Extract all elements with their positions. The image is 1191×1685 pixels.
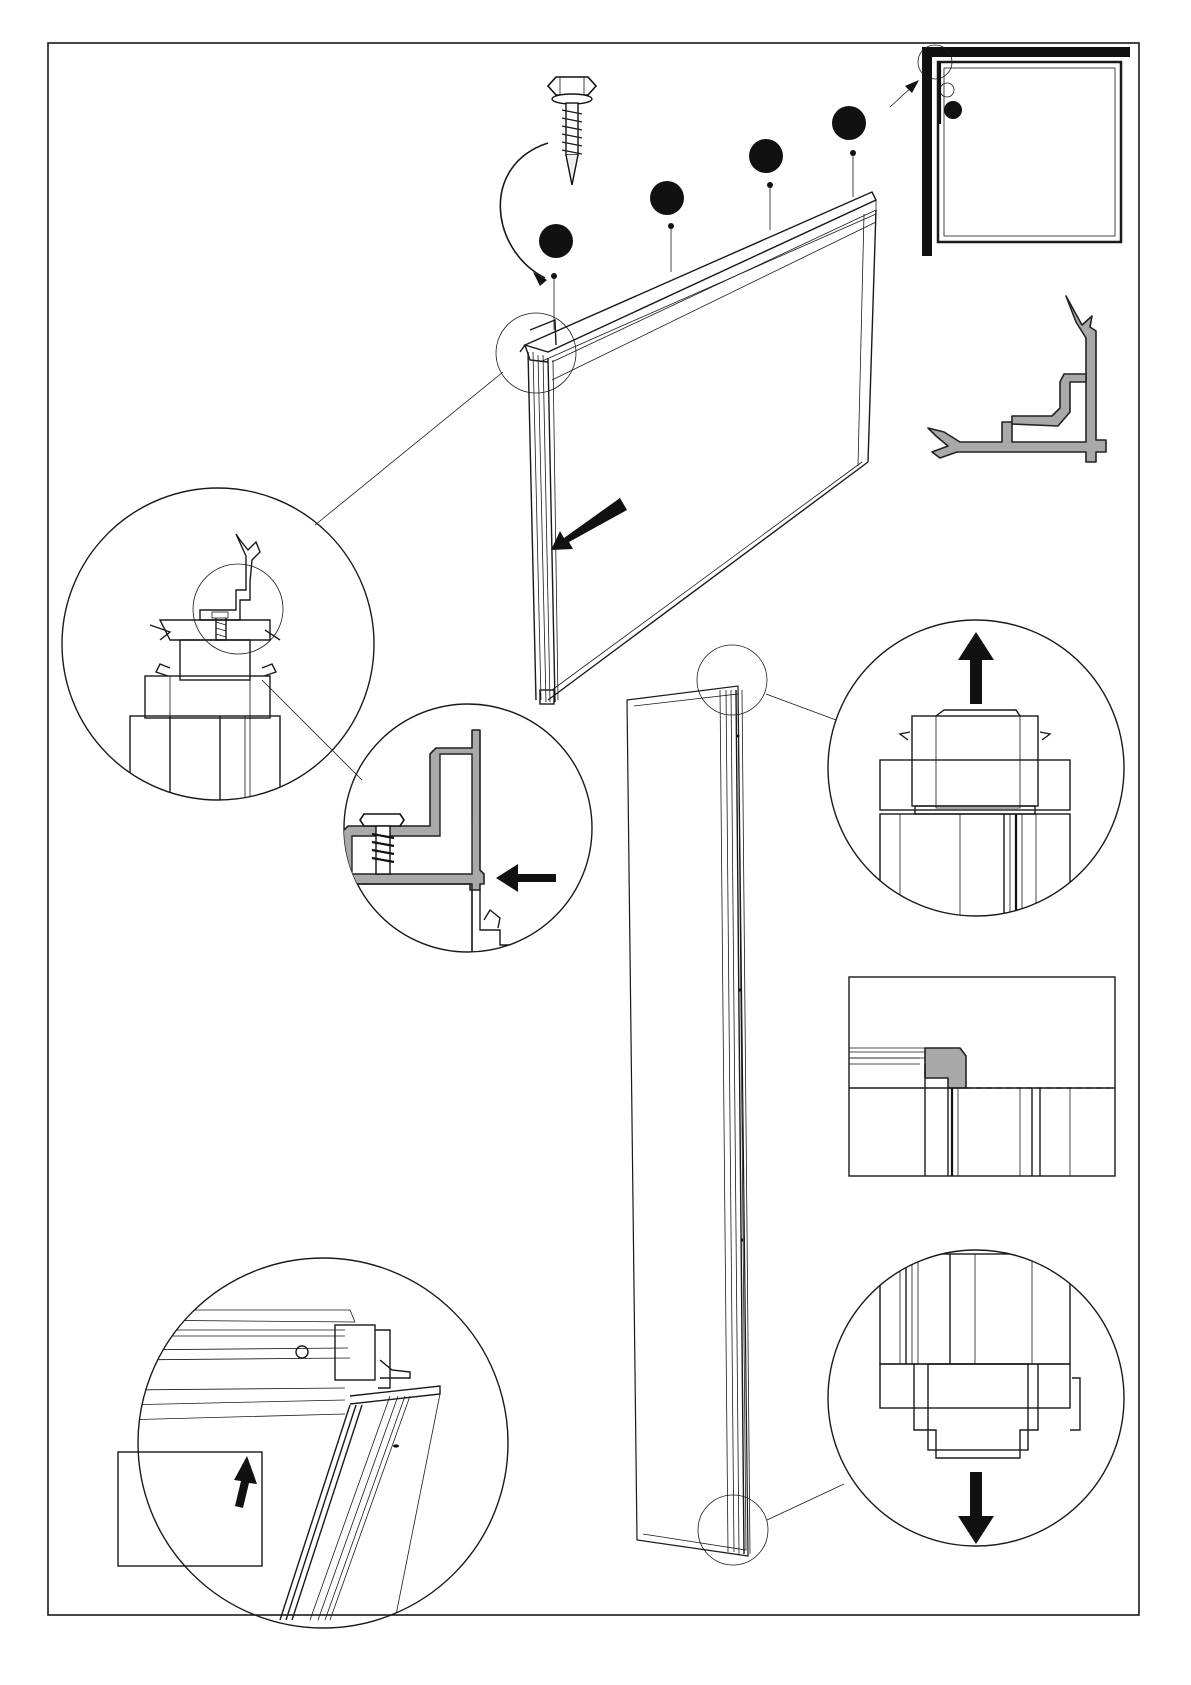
panel-bottom-corner-ring bbox=[698, 1495, 768, 1565]
leader-line-screw bbox=[262, 680, 362, 780]
page-border bbox=[48, 43, 1139, 1615]
screw-icon bbox=[548, 77, 596, 185]
detail-circle-top bbox=[828, 620, 1124, 934]
detail-circle-left bbox=[62, 488, 374, 816]
arrow-down-icon bbox=[958, 1472, 994, 1544]
leader-line-top bbox=[766, 694, 836, 720]
arrow-up-icon bbox=[958, 632, 994, 704]
leader-line-bottom bbox=[767, 1484, 844, 1520]
wall-panel-tall bbox=[627, 686, 750, 1556]
alignment-detail bbox=[849, 977, 1115, 1176]
arrow-up-small-icon bbox=[234, 1456, 257, 1508]
corner-profile-icon bbox=[928, 296, 1106, 462]
curved-guide-arrow bbox=[500, 143, 548, 278]
detail-circle-bottom bbox=[828, 1250, 1124, 1546]
wall-panel-top bbox=[520, 192, 876, 704]
step-marker-3 bbox=[749, 139, 783, 173]
step-marker-2 bbox=[650, 181, 684, 215]
corner-plan-icon bbox=[918, 45, 1130, 256]
detail-circle-screw bbox=[342, 704, 592, 960]
panel-top-corner-ring bbox=[697, 645, 767, 715]
step-marker-1 bbox=[539, 224, 573, 258]
arrow-left-icon bbox=[496, 864, 556, 892]
detail-circle-bottom-left bbox=[120, 1258, 508, 1628]
step-marker-4 bbox=[832, 106, 866, 140]
leader-line-left bbox=[315, 372, 503, 525]
